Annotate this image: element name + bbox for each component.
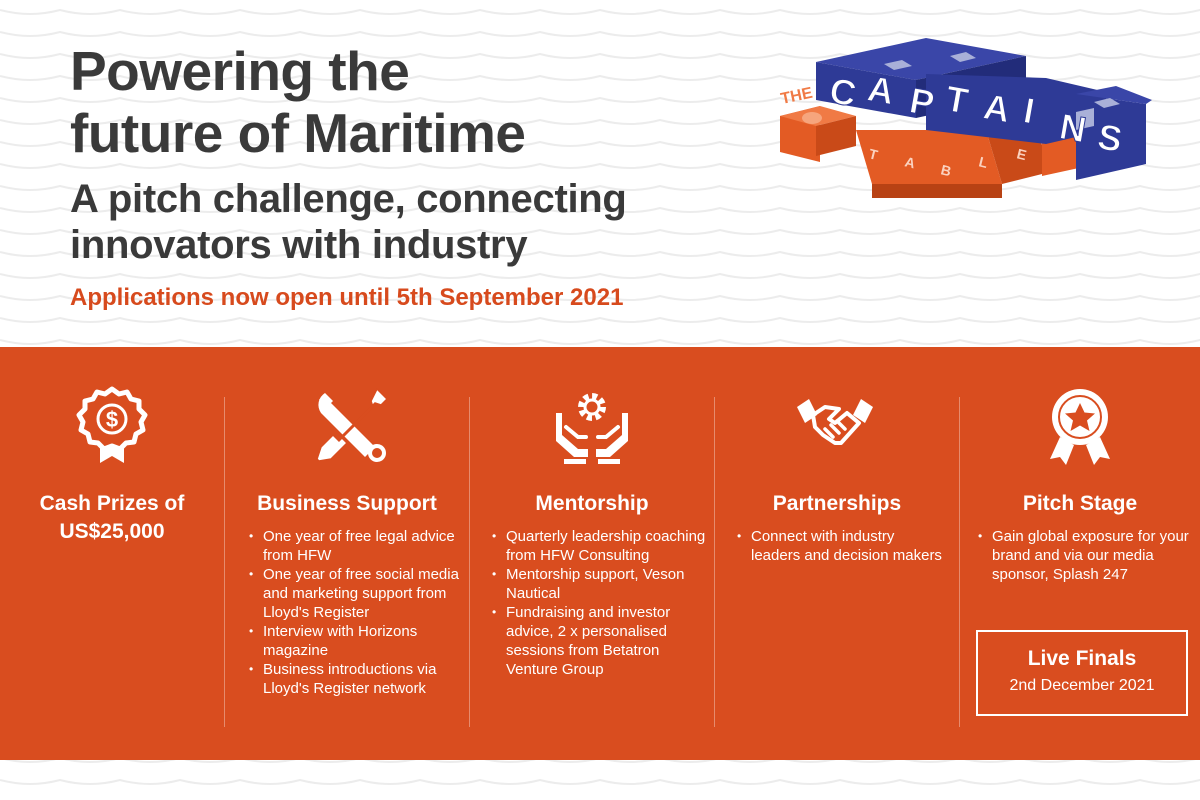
wave-line	[0, 272, 1200, 279]
title-line-2: future of Maritime	[70, 102, 526, 164]
column-cash-prizes: $ Cash Prizes of US$25,000	[0, 347, 224, 760]
wave-line	[0, 30, 1200, 37]
hands-gear-icon	[556, 393, 628, 464]
pitch-stage-list: Gain global exposure for your brand and …	[978, 527, 1198, 584]
column-divider	[959, 397, 960, 727]
subtitle-line-1: A pitch challenge, connecting	[70, 177, 627, 221]
business-support-list: One year of free legal advice from HFW O…	[249, 527, 464, 698]
handshake-icon	[797, 399, 873, 445]
wave-line	[0, 206, 1200, 213]
column-mentorship: Mentorship Quarterly leadership coaching…	[470, 347, 714, 760]
logo-table-letter: B	[939, 161, 953, 179]
list-item: Connect with industry leaders and decisi…	[737, 527, 947, 565]
header: Powering the future of Maritime A pitch …	[70, 40, 790, 312]
wrench-screwdriver-icon	[316, 387, 389, 462]
wave-line	[0, 8, 1200, 15]
list-item: Gain global exposure for your brand and …	[978, 527, 1198, 584]
list-item: One year of free legal advice from HFW	[249, 527, 464, 565]
wave-line	[0, 756, 1200, 763]
list-item: Business introductions via Lloyd's Regis…	[249, 660, 464, 698]
live-finals-box: Live Finals 2nd December 2021	[976, 630, 1188, 716]
wave-line	[0, 778, 1200, 785]
wave-line	[0, 184, 1200, 191]
list-item: One year of free social media and market…	[249, 565, 464, 622]
mentorship-title: Mentorship	[535, 492, 649, 515]
subtitle-line-2: innovators with industry	[70, 223, 528, 267]
wave-line	[0, 316, 1200, 323]
list-item: Fundraising and investor advice, 2 x per…	[492, 603, 710, 679]
star-award-icon	[1050, 389, 1110, 465]
mentorship-list: Quarterly leadership coaching from HFW C…	[492, 527, 710, 679]
logo-table-letter: E	[1015, 145, 1028, 163]
logo-table-letter: A	[903, 153, 917, 171]
cash-prizes-line-1: Cash Prizes of	[39, 492, 185, 515]
list-item: Quarterly leadership coaching from HFW C…	[492, 527, 710, 565]
column-business-support: Business Support One year of free legal …	[225, 347, 469, 760]
partnerships-title: Partnerships	[772, 492, 902, 515]
wave-line	[0, 250, 1200, 257]
title-line-1: Powering the	[70, 40, 410, 102]
column-divider	[469, 397, 470, 727]
cash-prizes-amount: US$25,000	[59, 520, 165, 543]
logo-captains-letter: C	[827, 70, 860, 115]
live-finals-title: Live Finals	[1027, 647, 1137, 670]
column-pitch-stage: Pitch Stage Gain global exposure for you…	[960, 347, 1200, 760]
wave-line	[0, 294, 1200, 301]
page-subtitle: A pitch challenge, connecting innovators…	[70, 176, 790, 268]
live-finals-date: 2nd December 2021	[1009, 677, 1155, 694]
wave-line	[0, 228, 1200, 235]
application-deadline: Applications now open until 5th Septembe…	[70, 284, 624, 311]
svg-text:$: $	[106, 407, 118, 432]
prize-medal-dollar-icon: $	[76, 386, 148, 463]
column-divider	[224, 397, 225, 727]
wave-line	[0, 338, 1200, 345]
column-partnerships: Partnerships Connect with industry leade…	[715, 347, 959, 760]
list-item: Interview with Horizons magazine	[249, 622, 464, 660]
wave-line	[0, 52, 1200, 59]
page-title: Powering the future of Maritime	[70, 40, 790, 164]
list-item: Mentorship support, Veson Nautical	[492, 565, 710, 603]
logo-the-text: THE	[779, 85, 814, 108]
pitch-stage-title: Pitch Stage	[1022, 492, 1138, 515]
partnerships-list: Connect with industry leaders and decisi…	[737, 527, 947, 565]
benefits-band: $ Cash Prizes of US$25,000 Business Supp…	[0, 347, 1200, 760]
cash-prizes-title: Cash Prizes of US$25,000	[0, 490, 224, 546]
business-support-title: Business Support	[257, 492, 437, 515]
column-divider	[714, 397, 715, 727]
